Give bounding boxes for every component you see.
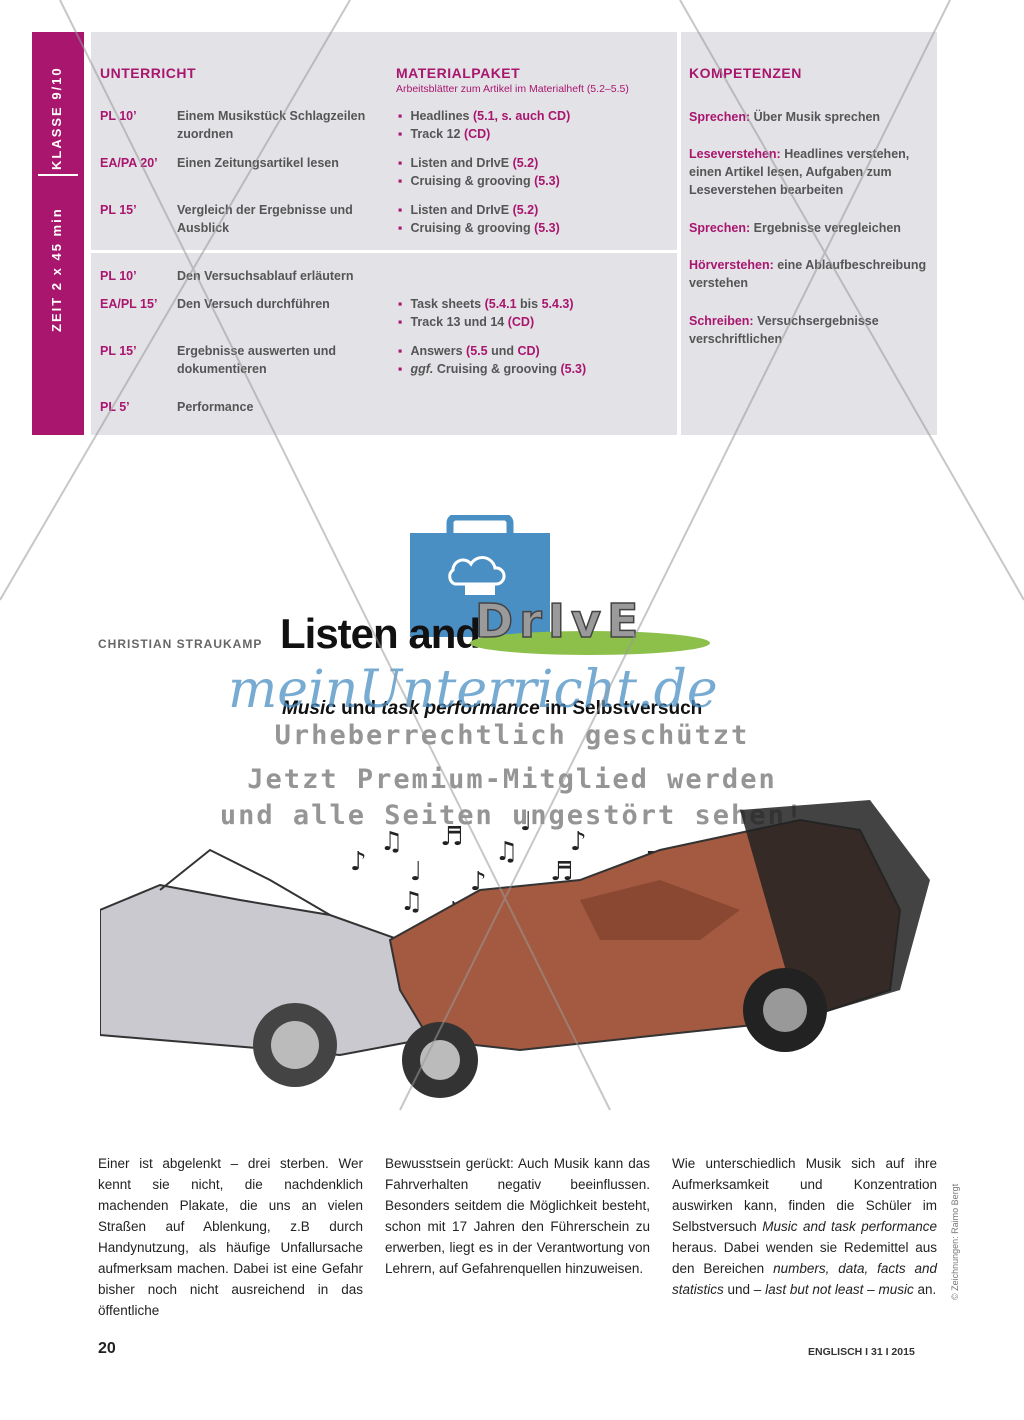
- page-number: 20: [98, 1340, 116, 1357]
- body-column-2: Bewusstsein gerückt: Auch Musik kann das…: [385, 1156, 650, 1276]
- materialpaket-subheader: Arbeitsblätter zum Artikel im Materialhe…: [396, 83, 629, 95]
- materialpaket-header: MATERIALPAKET: [396, 65, 521, 81]
- row-activity: Den Versuchsablauf erläutern: [177, 269, 354, 283]
- lesson-plan-table: UNTERRICHT MATERIALPAKET Arbeitsblätter …: [91, 32, 937, 435]
- column-divider: [677, 32, 681, 435]
- row-material: ▪Task sheets (5.4.1 bis 5.4.3): [398, 297, 574, 311]
- unterricht-header: UNTERRICHT: [100, 65, 196, 81]
- row-material: ▪Headlines (5.1, s. auch CD): [398, 109, 571, 123]
- row-time: PL 5’: [100, 400, 130, 414]
- journal-issue: ENGLISCH I 31 I 2015: [808, 1346, 915, 1358]
- kompetenz-item: Hörverstehen: eine Ablaufbeschreibung ve…: [689, 258, 927, 290]
- row-material: ▪ggf. Cruising & grooving (5.3): [398, 362, 587, 376]
- class-sidebar: KLASSE 9/10 ZEIT 2 x 45 min: [32, 32, 84, 435]
- row-time: EA/PL 15’: [100, 297, 158, 311]
- zeit-label: ZEIT 2 x 45 min: [49, 207, 64, 332]
- row-activity: Vergleich der Ergebnisse und Ausblick: [177, 203, 353, 235]
- article-title: Listen and: [280, 610, 481, 657]
- author-name: CHRISTIAN STRAUKAMP: [98, 637, 263, 651]
- row-activity: Einen Zeitungsartikel lesen: [177, 156, 339, 170]
- svg-text:♫: ♫: [380, 827, 403, 857]
- row-activity: Einem Musikstück Schlagzeilen zuordnen: [177, 109, 366, 141]
- row-time: PL 15’: [100, 203, 137, 217]
- svg-text:♪: ♪: [350, 847, 367, 877]
- kompetenz-item: Schreiben: Versuchsergebnisse verschrift…: [689, 314, 879, 346]
- sidebar-divider: [38, 174, 78, 176]
- row-material: ▪Listen and DrIvE (5.2): [398, 203, 539, 217]
- row-material: ▪Cruising & grooving (5.3): [398, 221, 560, 235]
- row-time: PL 15’: [100, 344, 137, 358]
- body-column-3: Wie unterschiedlich Musik sich auf ihre …: [672, 1156, 937, 1297]
- illustration-credit: © Zeichnungen: Raimo Bergt: [950, 1183, 960, 1300]
- body-column-1: Einer ist abgelenkt – drei sterben. Wer …: [98, 1156, 363, 1318]
- watermark-line-1: Urheberrechtlich geschützt: [274, 720, 750, 751]
- svg-text:♩: ♩: [410, 857, 422, 887]
- row-activity: Den Versuch durchführen: [177, 297, 330, 311]
- svg-text:♫: ♫: [495, 837, 518, 867]
- svg-text:DrIvE: DrIvE: [475, 594, 644, 648]
- car-crash-illustration: ♪♫♩ ♬♪♫ ♩♬♪ ♫♪♫ ♬: [100, 800, 930, 1098]
- svg-text:♪: ♪: [570, 827, 587, 857]
- kompetenzen-header: KOMPETENZEN: [689, 65, 802, 81]
- svg-text:♩: ♩: [520, 807, 532, 837]
- row-activity: Performance: [177, 400, 254, 414]
- klasse-label: KLASSE 9/10: [49, 66, 64, 170]
- drive-logo: DrIvE: [470, 593, 710, 655]
- row-divider: [91, 250, 677, 253]
- kompetenz-item: Sprechen: Über Musik sprechen: [689, 110, 881, 124]
- row-time: PL 10’: [100, 109, 137, 123]
- watermark-logo: meinUnterricht.de: [228, 660, 718, 720]
- kompetenz-item: Leseverstehen: Headlines verstehen, eine…: [689, 147, 910, 197]
- row-material: ▪Cruising & grooving (5.3): [398, 174, 560, 188]
- kompetenz-item: Sprechen: Ergebnisse veregleichen: [689, 221, 901, 235]
- row-material: ▪Track 12 (CD): [398, 127, 491, 141]
- row-material: ▪Track 13 und 14 (CD): [398, 315, 535, 329]
- row-time: PL 10’: [100, 269, 137, 283]
- row-material: ▪Listen and DrIvE (5.2): [398, 156, 539, 170]
- row-activity: Ergebnisse auswerten und dokumentieren: [177, 344, 337, 376]
- row-material: ▪Answers (5.5 und CD): [398, 344, 540, 358]
- row-time: EA/PA 20’: [100, 156, 158, 170]
- svg-text:♫: ♫: [400, 887, 423, 917]
- svg-text:♬: ♬: [440, 822, 463, 852]
